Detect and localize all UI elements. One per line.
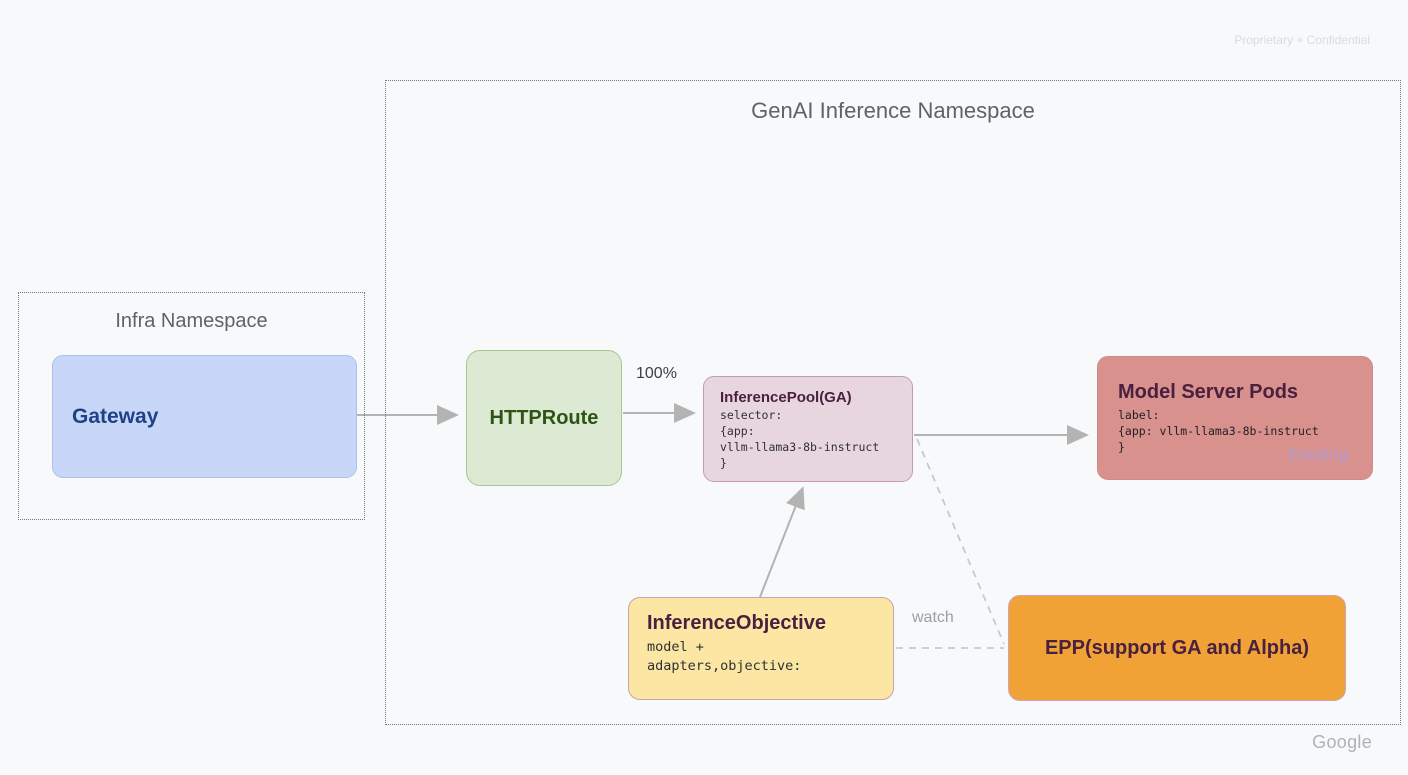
inferencepool-node: InferencePool(GA) selector: {app: vllm-l… bbox=[703, 376, 913, 482]
epp-node-title: EPP(support GA and Alpha) bbox=[1044, 636, 1310, 659]
infra-namespace-title: Infra Namespace bbox=[115, 310, 268, 332]
existing-badge: Existing bbox=[1288, 445, 1348, 464]
inferenceobjective-node-title: InferenceObjective bbox=[647, 612, 826, 634]
model-server-pods-node-title: Model Server Pods bbox=[1118, 381, 1299, 403]
inferencepool-node-title: InferencePool(GA) bbox=[720, 389, 852, 406]
infra-namespace-box bbox=[18, 292, 365, 520]
genai-inference-namespace-box bbox=[385, 80, 1401, 725]
gateway-node: Gateway bbox=[52, 355, 357, 478]
genai-inference-namespace-title: GenAI Inference Namespace bbox=[751, 98, 1035, 123]
gateway-node-title: Gateway bbox=[72, 404, 159, 428]
confidential-note: Proprietary + Confidential bbox=[1234, 33, 1370, 47]
google-logo: Google bbox=[1312, 732, 1372, 752]
httproute-node: HTTPRoute bbox=[466, 350, 622, 486]
model-server-pods-node-label-code: label: {app: vllm-llama3-8b-instruct } bbox=[1118, 408, 1319, 454]
inferencepool-node-selector-code: selector: {app: vllm-llama3-8b-instruct … bbox=[720, 408, 880, 470]
inferenceobjective-node: InferenceObjective model + adapters,obje… bbox=[628, 597, 894, 700]
model-server-pods-node: Model Server Pods label: {app: vllm-llam… bbox=[1097, 356, 1373, 480]
edge-label-watch: watch bbox=[912, 609, 954, 626]
inferenceobjective-node-code: model + adapters,objective: bbox=[647, 639, 802, 674]
edge-label-100-percent: 100% bbox=[636, 365, 677, 382]
epp-node: EPP(support GA and Alpha) bbox=[1008, 595, 1346, 701]
httproute-node-title: HTTPRoute bbox=[489, 406, 599, 429]
